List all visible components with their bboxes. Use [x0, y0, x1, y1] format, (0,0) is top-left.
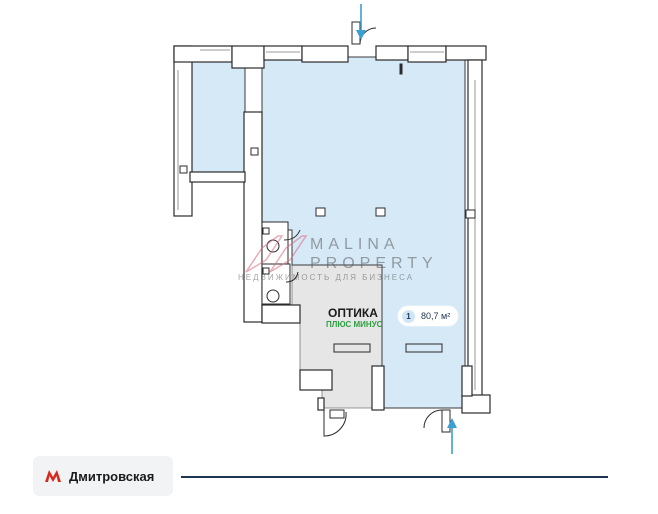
watermark-brand-line1: MALINA — [310, 236, 400, 253]
toilets — [261, 221, 301, 305]
metro-station-name: Дмитровская — [69, 468, 155, 484]
columns — [179, 63, 476, 219]
left-room — [189, 61, 246, 173]
windows — [177, 49, 476, 390]
metro-station: Дмитровская — [33, 456, 173, 496]
tenant-name: ОПТИКА — [328, 306, 378, 320]
area-badge: 1 80,7 м² — [398, 306, 458, 326]
entrance-arrow-top — [356, 4, 366, 40]
tenant-subtitle: ПЛЮС МИНУС — [326, 320, 383, 329]
metro-m-icon — [45, 470, 61, 482]
room-number: 1 — [402, 309, 415, 323]
entrance-arrow-bottom — [447, 418, 457, 454]
watermark: MALINA PROPERTY НЕДВИЖИМОСТЬ ДЛЯ БИЗНЕСА — [238, 235, 438, 282]
room-area: 80,7 м² — [421, 311, 451, 321]
doors — [323, 21, 451, 437]
metro-line — [181, 476, 608, 478]
radiators — [333, 343, 443, 353]
watermark-brand-line2: PROPERTY — [310, 255, 438, 272]
watermark-tagline: НЕДВИЖИМОСТЬ ДЛЯ БИЗНЕСА — [238, 273, 414, 282]
